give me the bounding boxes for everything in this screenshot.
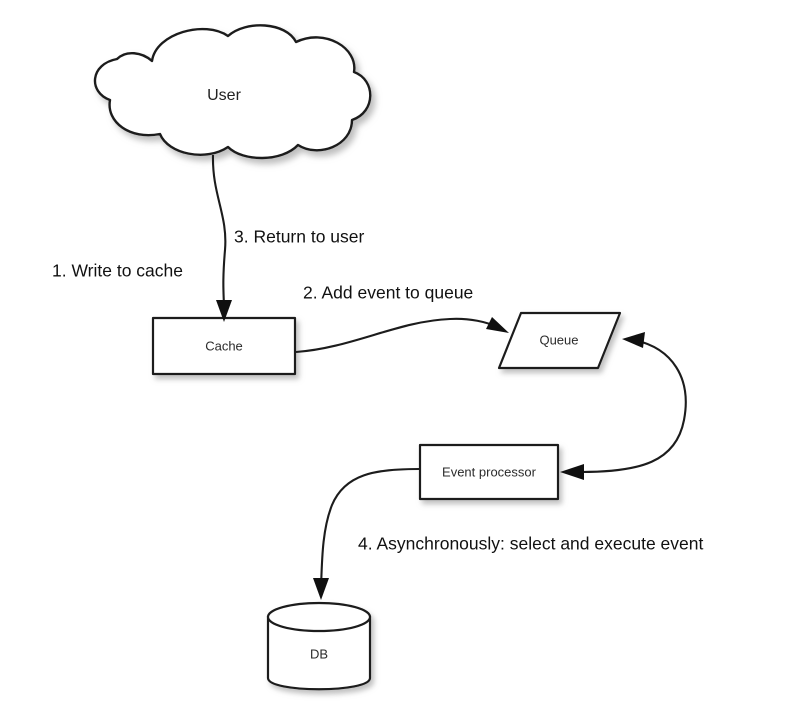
node-user[interactable]: User: [93, 24, 372, 160]
node-db[interactable]: DB: [266, 601, 372, 691]
arrow-head-icon: [313, 578, 329, 600]
edge-user-to-cache: [211, 154, 232, 322]
step-label-1: 1. Write to cache: [52, 261, 183, 281]
arrow-head-icon: [486, 317, 509, 333]
arrow-head-icon: [216, 300, 232, 322]
edge-cache-to-queue: [295, 317, 509, 354]
node-label-cache: Cache: [205, 338, 243, 353]
node-label-user: User: [207, 87, 241, 104]
node-label-event-processor: Event processor: [442, 464, 537, 479]
edge-queue-processor-loop: [560, 332, 687, 480]
step-label-4: 4. Asynchronously: select and execute ev…: [358, 534, 703, 554]
arrow-head-icon: [560, 464, 584, 480]
node-cache[interactable]: Cache: [151, 316, 297, 376]
node-queue[interactable]: Queue: [497, 311, 622, 370]
arrow-head-icon: [622, 332, 645, 348]
node-label-queue: Queue: [539, 332, 578, 347]
edge-processor-to-db: [313, 467, 420, 600]
step-label-3: 3. Return to user: [234, 227, 365, 247]
node-label-db: DB: [310, 646, 328, 661]
node-event-processor[interactable]: Event processor: [418, 443, 560, 501]
step-label-2: 2. Add event to queue: [303, 283, 473, 303]
